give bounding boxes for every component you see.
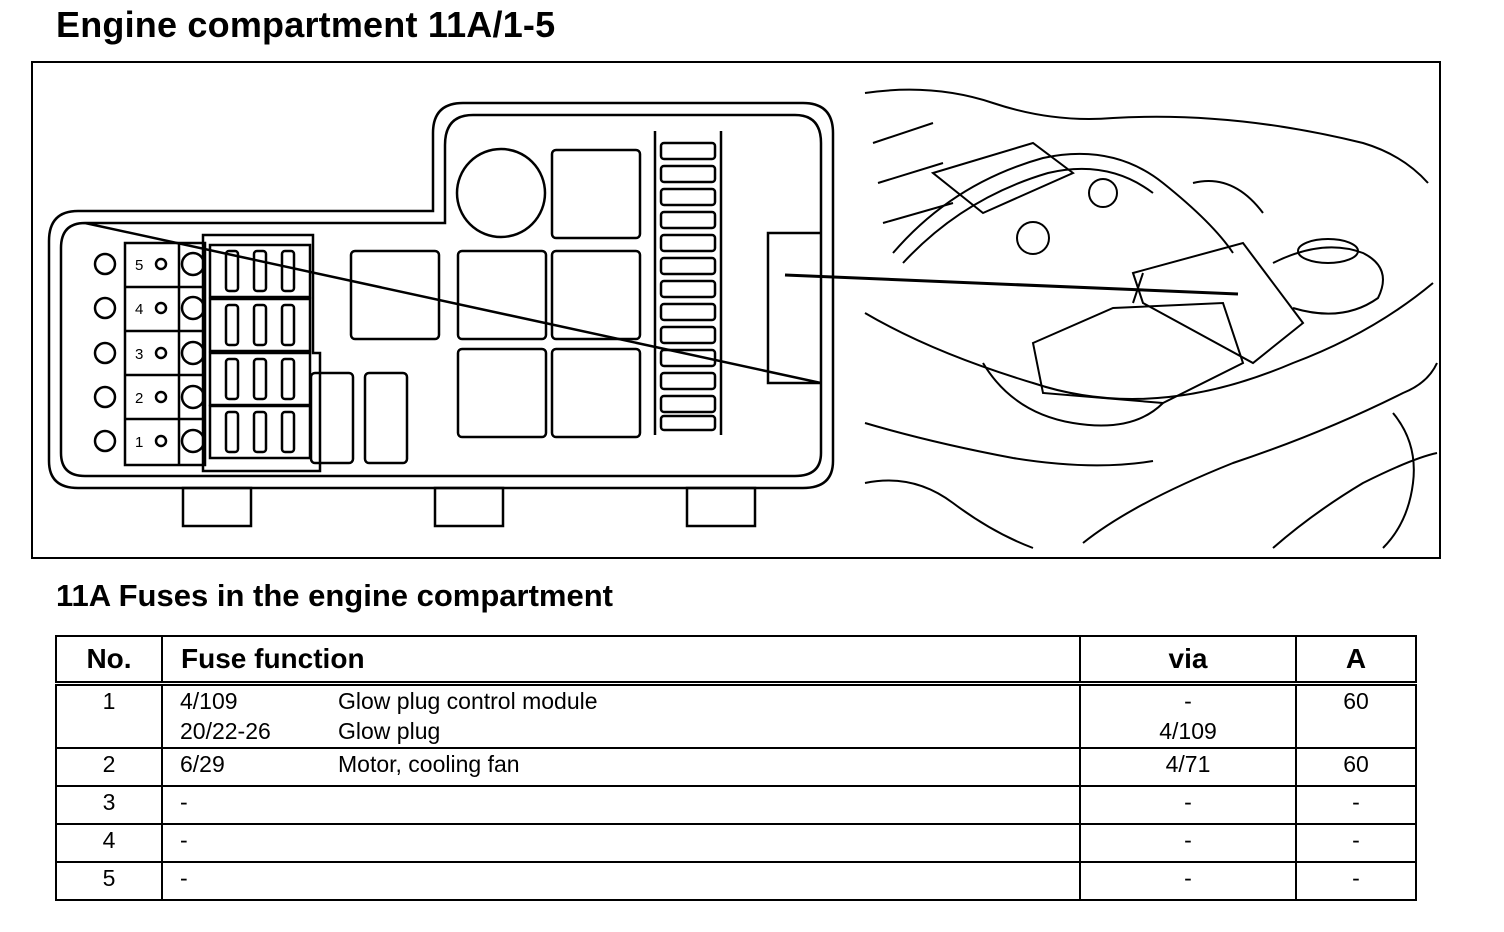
component-code: 6/29: [180, 750, 225, 777]
relay: [550, 148, 642, 240]
via-value: -: [1184, 788, 1192, 815]
fuse-no: 4: [102, 826, 116, 853]
small-contact: [154, 301, 168, 315]
table-header-row: No. Fuse function via A: [56, 636, 1416, 686]
small-contact: [154, 390, 168, 404]
fuse-number-4: 4: [135, 301, 143, 318]
fuse-box-outline: [47, 101, 835, 490]
small-contact: [154, 346, 168, 360]
terminal-circle: [180, 340, 206, 366]
engine-bay-illustration: [864, 88, 1438, 549]
terminal-circle: [180, 295, 206, 321]
small-contact: [154, 257, 168, 271]
mount-tab: [685, 486, 757, 528]
terminal-circle: [180, 428, 206, 454]
component-code: -: [180, 788, 188, 815]
relay: [550, 347, 642, 439]
small-contact: [154, 434, 168, 448]
terminal-circle: [93, 296, 117, 320]
relay: [456, 347, 548, 439]
fuse-number-labels: 5 4 3 2 1: [135, 257, 143, 451]
fuse-no: 5: [102, 864, 116, 891]
table-row: 2 6/29 Motor, cooling fan 4/71 60: [56, 746, 1416, 786]
component-code: -: [180, 826, 188, 853]
amp-value: 60: [1343, 750, 1369, 777]
pointer-line: [784, 273, 1239, 296]
page-title: Engine compartment 11A/1-5: [56, 4, 556, 45]
round-relay: [455, 147, 547, 239]
maxi-fuse: [363, 371, 409, 465]
terminal-circle: [180, 251, 206, 277]
component-code: 20/22-26: [180, 718, 271, 744]
component-code: 4/109: [180, 688, 238, 714]
fuse-column: [123, 241, 207, 467]
fuse-no: 3: [102, 788, 116, 815]
fuse-number-5: 5: [135, 257, 143, 274]
mount-tab: [181, 486, 253, 528]
fuse-strip: [653, 131, 723, 435]
header-via: via: [1079, 636, 1296, 686]
fuse-no: 2: [102, 750, 116, 777]
component-description: Motor, cooling fan: [338, 750, 520, 777]
table-row: 5 - - -: [56, 860, 1416, 900]
via-value: -: [1184, 864, 1192, 891]
amp-value: -: [1352, 788, 1360, 815]
header-amp: A: [1295, 636, 1416, 686]
header-no: No.: [56, 636, 162, 686]
header-function: Fuse function: [161, 636, 1080, 686]
terminal-circle: [93, 385, 117, 409]
via-value: -: [1184, 688, 1192, 714]
via-value: 4/71: [1165, 750, 1211, 777]
component-description: Glow plug: [338, 718, 441, 744]
fuse-box-diagram: 5 4 3 2 1: [47, 88, 1438, 549]
mount-tab: [433, 486, 505, 528]
table-row: 1 4/109 Glow plug control module 20/22-26…: [56, 682, 1416, 748]
fuse-number-3: 3: [135, 346, 143, 363]
component-description: Glow plug control module: [338, 688, 598, 714]
relay: [550, 249, 642, 341]
terminal-circle: [93, 341, 117, 365]
table-row: 4 - - -: [56, 822, 1416, 862]
terminal-circle: [93, 252, 117, 276]
diagram-frame: 5 4 3 2 1: [31, 61, 1441, 559]
relay: [349, 249, 441, 341]
via-value: -: [1184, 826, 1192, 853]
fuse-number-1: 1: [135, 434, 143, 451]
section-title: 11A Fuses in the engine compartment: [56, 578, 613, 613]
table-row: 3 - - -: [56, 784, 1416, 824]
fuse-no: 1: [102, 688, 116, 714]
amp-value: -: [1352, 826, 1360, 853]
fuse-number-2: 2: [135, 390, 143, 407]
amp-value: 60: [1343, 688, 1369, 714]
component-code: -: [180, 864, 188, 891]
terminal-circle: [93, 429, 117, 453]
maxi-fuse: [309, 371, 355, 465]
fuse-box-inner-outline: [59, 113, 823, 478]
amp-value: -: [1352, 864, 1360, 891]
relay: [456, 249, 548, 341]
via-value: 4/109: [1159, 718, 1217, 744]
terminal-circle: [180, 384, 206, 410]
